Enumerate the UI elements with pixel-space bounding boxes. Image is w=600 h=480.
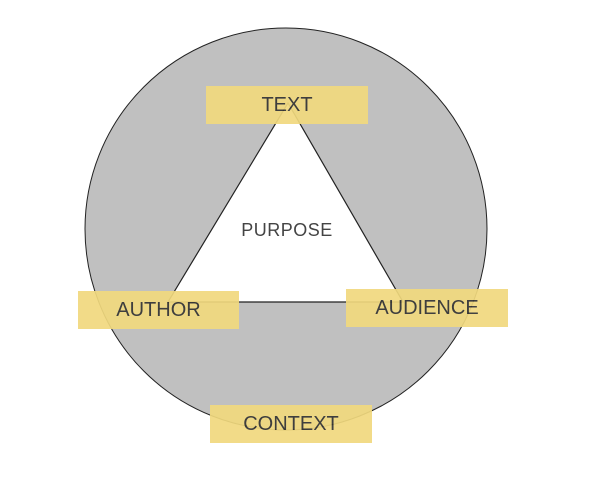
text-label-box: TEXT — [206, 86, 368, 124]
audience-label: AUDIENCE — [375, 297, 479, 319]
purpose-label: PURPOSE — [241, 220, 333, 240]
author-label-box: AUTHOR — [78, 291, 239, 329]
text-label: TEXT — [261, 94, 313, 116]
context-label-box: CONTEXT — [210, 405, 372, 443]
author-label: AUTHOR — [116, 299, 201, 321]
context-label: CONTEXT — [243, 413, 339, 435]
purpose-triangle — [166, 101, 405, 303]
audience-label-box: AUDIENCE — [346, 289, 508, 327]
